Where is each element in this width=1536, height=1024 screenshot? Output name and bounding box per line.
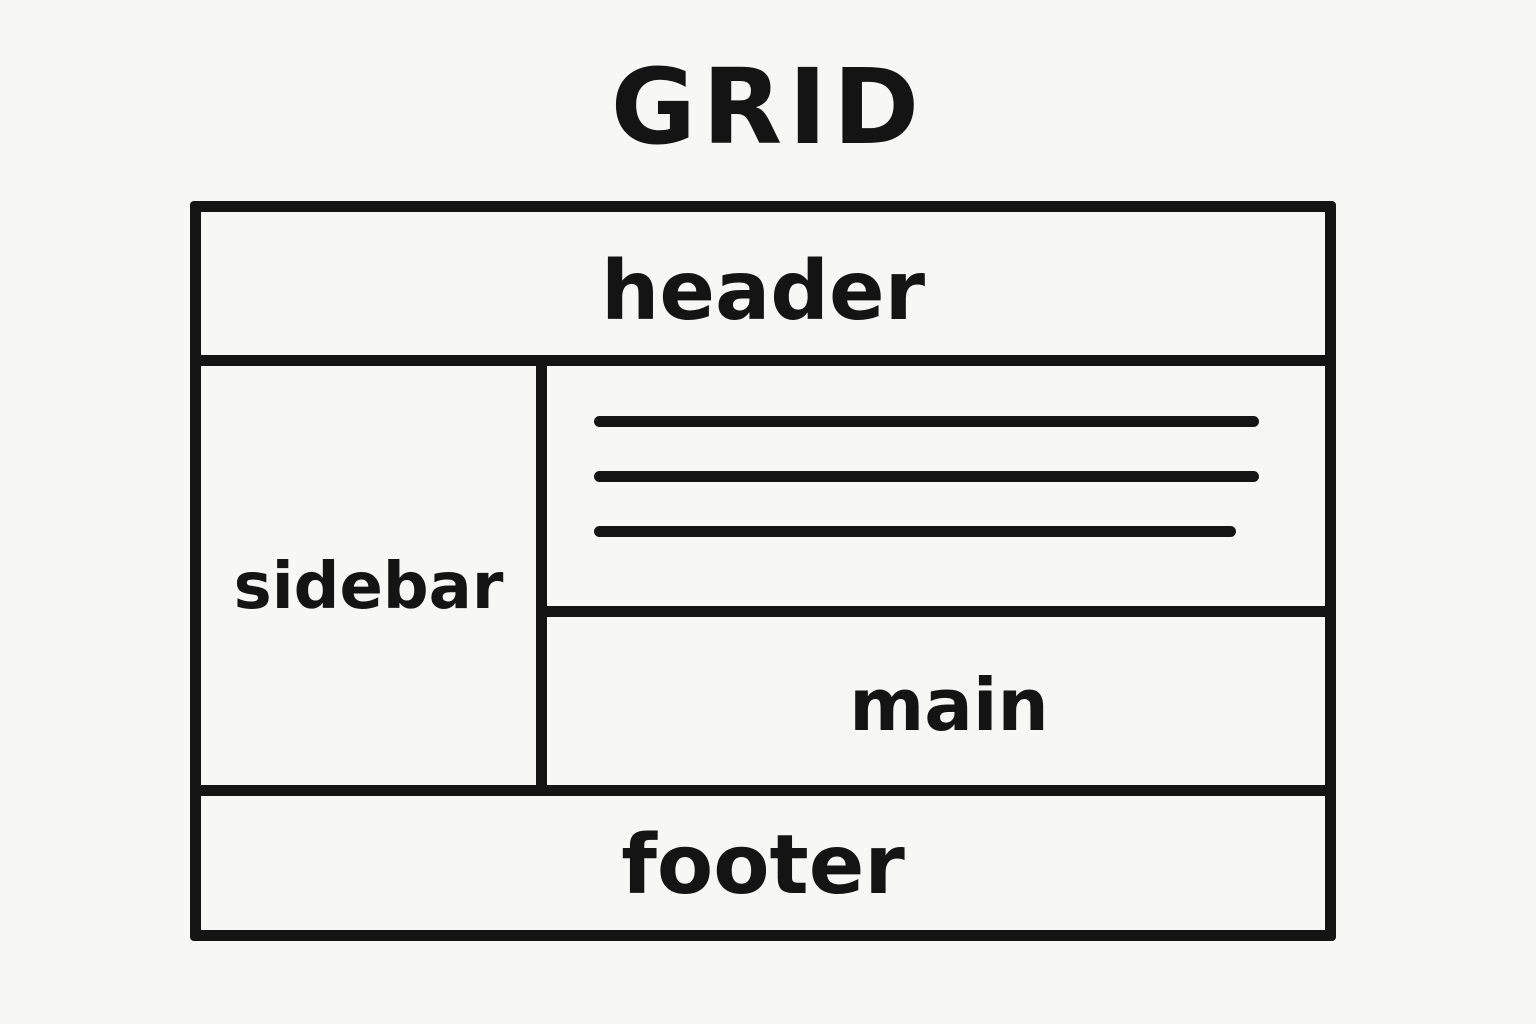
sidebar-divider [536,366,547,785]
header-region: header [201,212,1325,355]
content-region [547,366,1325,606]
content-divider [547,606,1325,617]
sidebar-label: sidebar [233,549,504,624]
text-placeholder-line [594,416,1259,427]
footer-region: footer [201,796,1325,930]
diagram-title: GRID [610,46,926,168]
sidebar-region: sidebar [201,366,536,785]
grid-frame: header sidebar main footer [190,201,1336,941]
main-label: main [849,663,1049,747]
footer-label: footer [621,818,905,913]
main-region: main [547,617,1325,785]
header-label: header [600,243,926,339]
footer-divider [201,785,1325,796]
text-placeholder-line [594,471,1259,482]
header-divider [201,355,1325,366]
text-placeholder-line [594,526,1236,537]
